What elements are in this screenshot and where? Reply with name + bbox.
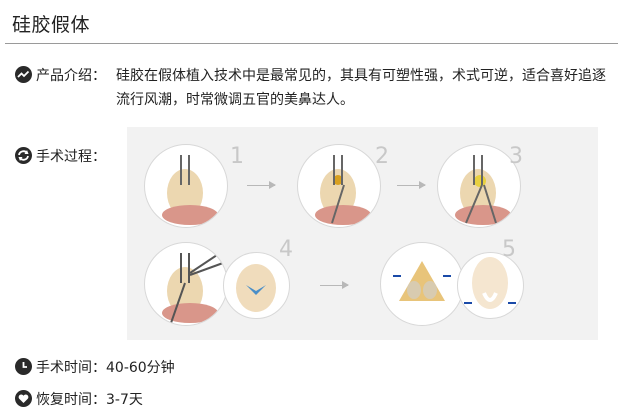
- surgery-time-row: 手术时间：40-60分钟: [15, 356, 175, 380]
- process-label: 手术过程：: [36, 149, 106, 165]
- arrow-icon: [320, 281, 349, 289]
- step-4-image-b: [223, 252, 290, 319]
- arrow-icon: [397, 181, 426, 189]
- step-4-image-a: [144, 242, 228, 326]
- recovery-time-row: 恢复时间：3-7天: [15, 388, 143, 412]
- recovery-time-label: 恢复时间：: [36, 392, 106, 408]
- step-number: 5: [502, 237, 516, 262]
- recovery-time-value: 3-7天: [106, 392, 143, 408]
- step-2-image: [297, 144, 381, 228]
- trend-icon: [15, 66, 32, 83]
- refresh-icon: [15, 147, 32, 164]
- surgery-time-label: 手术时间：: [36, 360, 106, 376]
- intro-text: 硅胶在假体植入技术中是最常见的，其具有可塑性强，术式可逆，适合喜好追逐流行风潮，…: [116, 68, 606, 108]
- step-5-image-a: [380, 242, 464, 326]
- page-title: 硅胶假体: [12, 14, 91, 36]
- arrow-icon: [247, 181, 276, 189]
- process-illustration: 1 2 3 4 5: [127, 127, 598, 340]
- step-number: 3: [509, 144, 523, 169]
- step-1-image: [144, 144, 228, 228]
- intro-section: 产品介绍： 硅胶在假体植入技术中是最常见的，其具有可塑性强，术式可逆，适合喜好追…: [15, 64, 615, 108]
- process-section: 手术过程：: [15, 145, 106, 169]
- heart-icon: [15, 390, 32, 407]
- step-5-image-b: [457, 252, 524, 319]
- step-3-image: [437, 144, 521, 228]
- intro-label: 产品介绍：: [36, 68, 106, 84]
- step-number: 4: [279, 237, 293, 262]
- title-divider: [5, 43, 618, 44]
- clock-icon: [15, 358, 32, 375]
- step-number: 2: [375, 144, 389, 169]
- step-number: 1: [230, 144, 244, 169]
- surgery-time-value: 40-60分钟: [106, 360, 175, 376]
